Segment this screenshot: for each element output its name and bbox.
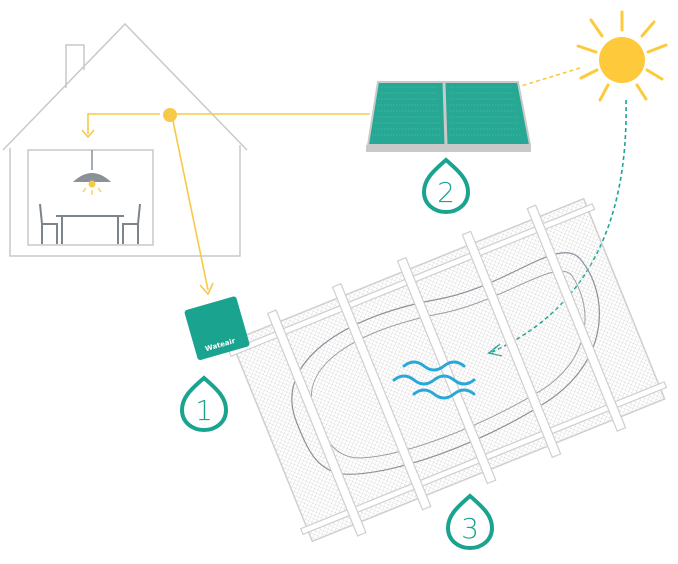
step-number: 3	[461, 512, 479, 545]
step-badge-3: 3	[445, 493, 495, 551]
ceiling-lamp-icon	[73, 150, 111, 195]
solar-panel-icon	[366, 81, 532, 152]
controller-box-icon: Wateair	[184, 296, 250, 360]
step-badge-1: 1	[179, 375, 229, 433]
step-number: 2	[437, 176, 455, 209]
droplet-badge-icon	[421, 157, 471, 215]
junction-node	[163, 108, 177, 122]
step-number: 1	[195, 394, 213, 427]
dining-furniture-icon	[39, 203, 141, 244]
droplet-badge-icon	[179, 375, 229, 433]
water-waves-icon	[392, 360, 476, 400]
sun-icon	[576, 10, 668, 102]
droplet-badge-icon	[445, 493, 495, 551]
house-icon	[2, 22, 248, 257]
pool-cover-icon	[228, 197, 668, 543]
step-badge-2: 2	[421, 157, 471, 215]
